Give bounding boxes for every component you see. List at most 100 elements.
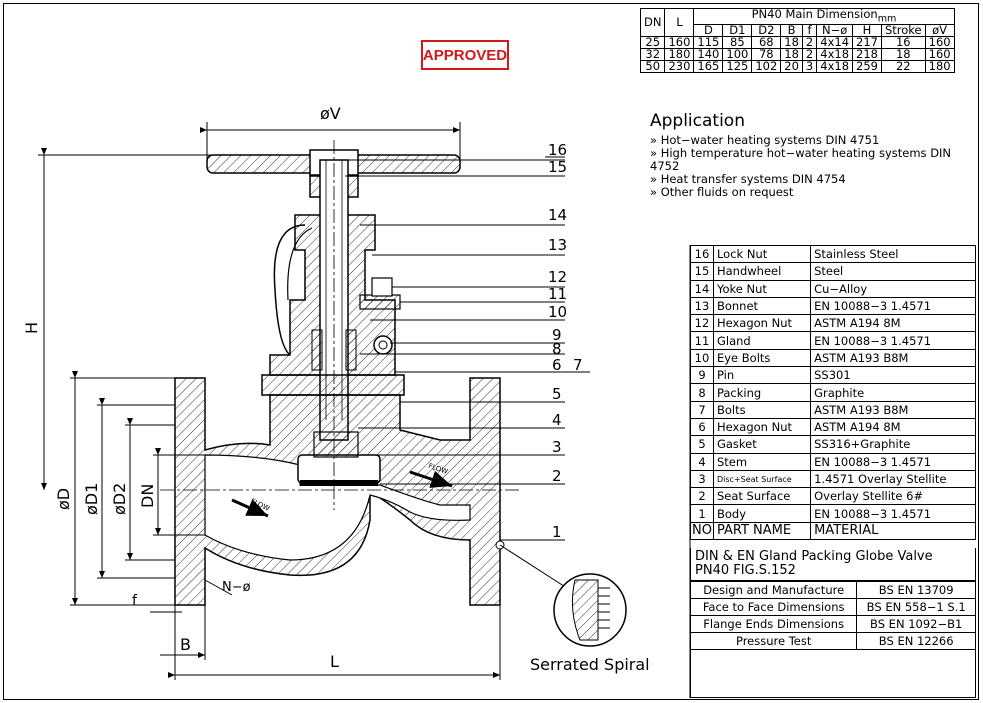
callout-4: 4 [552,411,562,429]
parts-material: Overlay Stellite 6# [810,487,976,506]
application-item: » Heat transfer systems DIN 4754 [650,172,846,186]
drawing-title: DIN & EN Gland Packing Globe Valve PN40 … [691,548,975,581]
parts-no: 16 [690,244,714,264]
callout-1: 1 [552,523,562,541]
dim-b-label: B [180,635,191,654]
application-item: » Other fluids on request [650,185,794,199]
dim-cell: 50 [639,60,666,74]
parts-no: 3 [690,469,714,489]
callout-11: 11 [548,285,568,303]
parts-name: Pin [712,366,812,385]
parts-material: ASTM A193 B8M [810,348,976,368]
parts-no: 4 [690,452,714,471]
disc [297,454,381,484]
parts-name: Handwheel [712,262,812,281]
parts-name: Bolts [712,400,812,419]
parts-name: Yoke Nut [712,279,812,298]
title-block: DIN & EN Gland Packing Globe Valve PN40 … [690,548,976,698]
dim-v-line [200,122,461,160]
parts-header-no: NO [690,521,714,541]
parts-material: EN 10088−3 1.4571 [810,331,976,350]
callout-7: 7 [573,356,583,374]
dim-h-label: H [22,321,41,334]
parts-material: EN 10088−3 1.4571 [810,296,976,316]
dim-cell: 20 [780,60,803,74]
dim-d1-label: øD1 [82,482,101,515]
dimension-table: DN L PN40 Main Dimensionmm D D1 D2 B f N… [639,7,955,74]
parts-name: Lock Nut [712,244,812,264]
dim-d-label: øD [54,487,73,510]
parts-name: Bonnet [712,296,812,316]
standard-label: Design and Manufacture [691,581,858,599]
parts-no: 15 [690,262,714,281]
parts-no: 7 [690,400,714,419]
dim-cell: 230 [664,60,695,74]
parts-no: 6 [690,417,714,437]
application-item: » High temperature hot−water heating sys… [650,146,952,173]
parts-material: Cu−Alloy [810,279,976,298]
standard-value: BS EN 1092−B1 [856,615,975,633]
parts-no: 8 [690,383,714,402]
dim-cell: 125 [722,60,753,74]
parts-name: Gland [712,331,812,350]
parts-material: ASTM A193 B8M [810,400,976,419]
parts-name: Gasket [712,435,812,454]
callout-leaders [345,156,590,541]
approved-stamp: APPROVED [421,40,509,70]
serrated-spiral-label: Serrated Spiral [530,655,650,674]
callout-14: 14 [548,206,568,224]
drawing-title-line2: PN40 FIG.S.152 [695,563,796,578]
parts-material: EN 10088−3 1.4571 [810,452,976,471]
dim-col: H [852,24,882,38]
dim-columns-row: D D1 D2 B f N−ø H Stroke øV [641,24,955,38]
parts-header-name: PART NAME [712,521,812,541]
parts-material: Stainless Steel [810,244,976,264]
callout-8: 8 [552,340,562,358]
standard-label: Pressure Test [691,632,858,650]
parts-no: 10 [690,348,714,368]
parts-no: 2 [690,487,714,506]
application-item: » Hot−water heating systems DIN 4751 [650,133,880,147]
parts-no: 1 [690,504,714,523]
dim-cell: 165 [693,60,724,74]
dim-l-label: L [330,652,339,671]
dim-cell: 4x18 [816,60,854,74]
callout-6: 6 [552,356,562,374]
dim-cell: 102 [751,60,782,74]
parts-material: EN 10088−3 1.4571 [810,504,976,523]
standard-label: Face to Face Dimensions [691,598,858,616]
dim-cell: 3 [801,60,818,74]
dim-cell: 22 [880,60,926,74]
parts-material: SS316+Graphite [810,435,976,454]
parts-name: Packing [712,383,812,402]
dim-d2-label: øD2 [110,482,129,515]
dim-cell: 180 [924,60,955,74]
application-title: Application [650,111,745,131]
parts-name: Hexagon Nut [712,417,812,437]
dim-v-label: øV [320,104,341,123]
dim-f-label: f [132,593,137,609]
standard-value: BS EN 12266 [856,632,975,650]
dim-n-label: N−ø [222,580,251,595]
parts-material: SS301 [810,366,976,385]
flow-arrow-in [231,498,269,518]
parts-material: Steel [810,262,976,281]
dim-header-l: L [664,7,695,38]
parts-material: ASTM A194 8M [810,314,976,333]
dim-header-dn: DN [639,7,666,38]
